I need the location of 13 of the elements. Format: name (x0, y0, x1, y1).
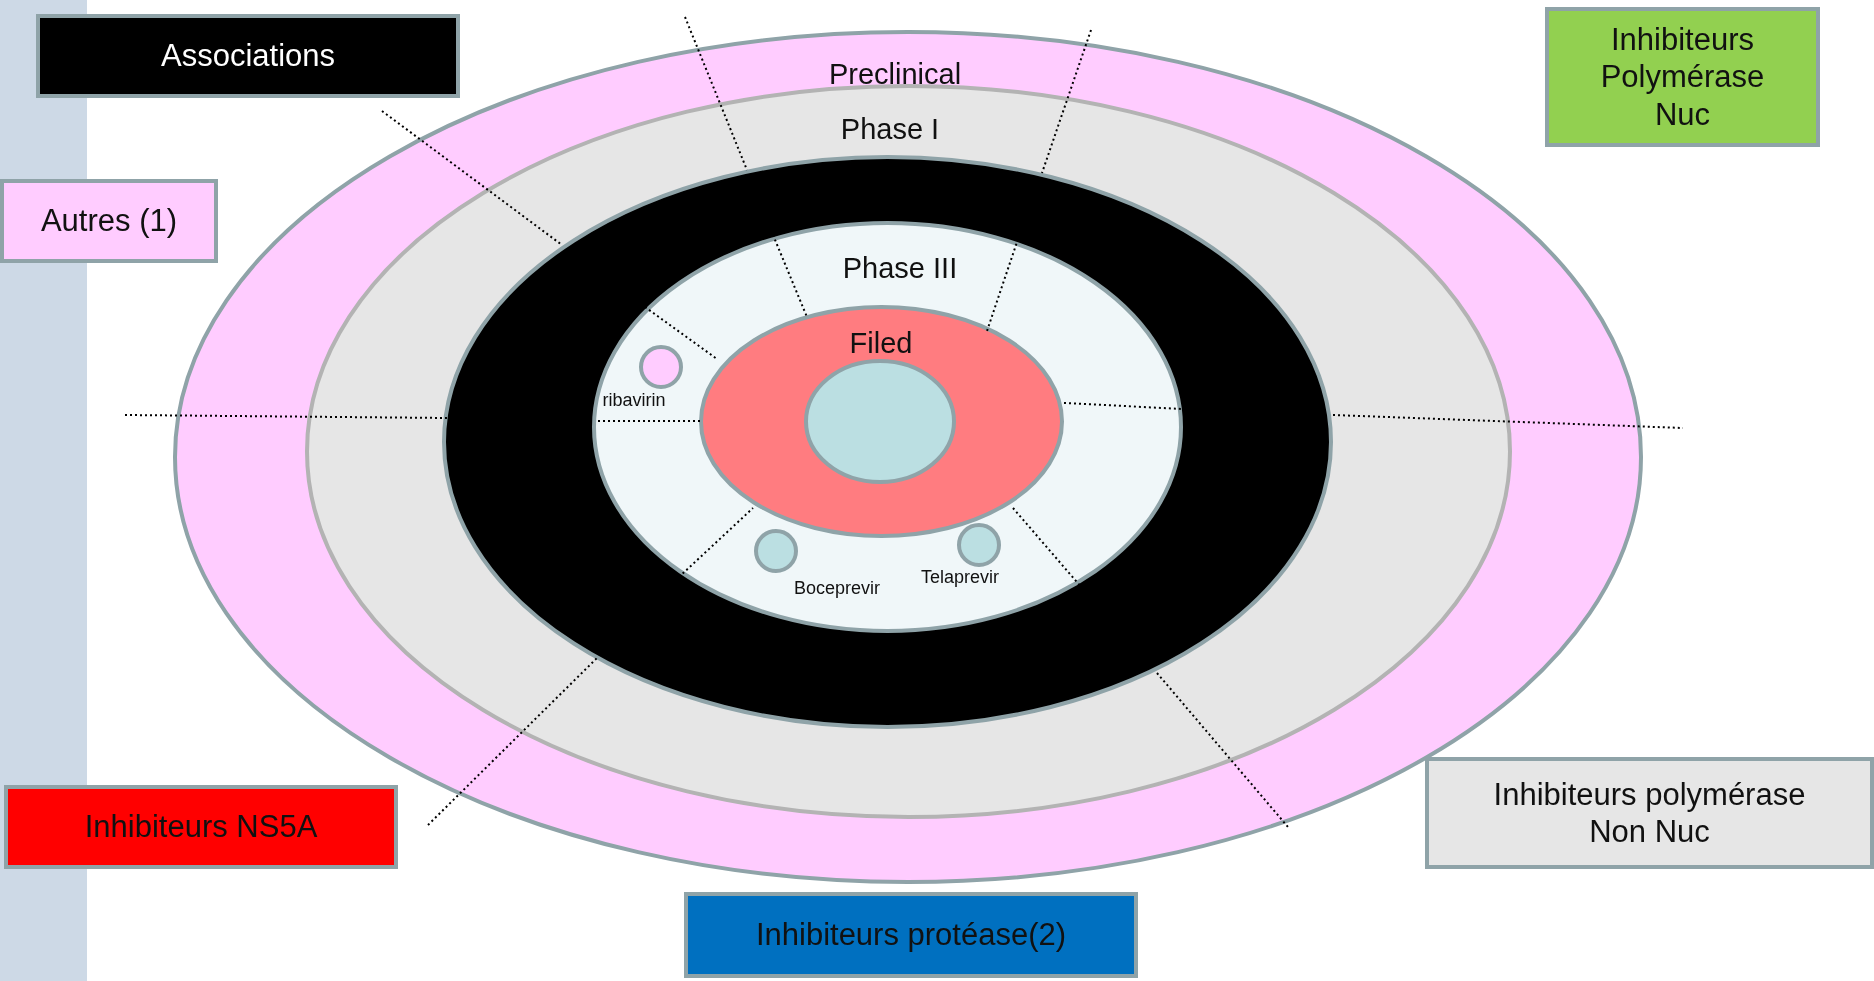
category-box: Inhibiteurs protéase(2) (684, 892, 1138, 978)
drug-label: Telaprevir (921, 567, 999, 588)
ring-label: Preclinical (828, 57, 962, 91)
drug-label: Boceprevir (794, 578, 880, 599)
category-box: Inhibiteurs NS5A (4, 785, 398, 869)
drug-label: ribavirin (602, 390, 666, 411)
ring-label: Phase I (840, 112, 940, 146)
category-box: Inhibiteurs polymérase Non Nuc (1425, 757, 1874, 869)
ring-label: Filed (849, 326, 913, 360)
category-box: Autres (1) (0, 179, 218, 263)
ring-label: Phase III (842, 251, 958, 285)
category-box: Inhibiteurs Polymérase Nuc (1545, 7, 1820, 147)
category-box: Associations (36, 14, 460, 98)
